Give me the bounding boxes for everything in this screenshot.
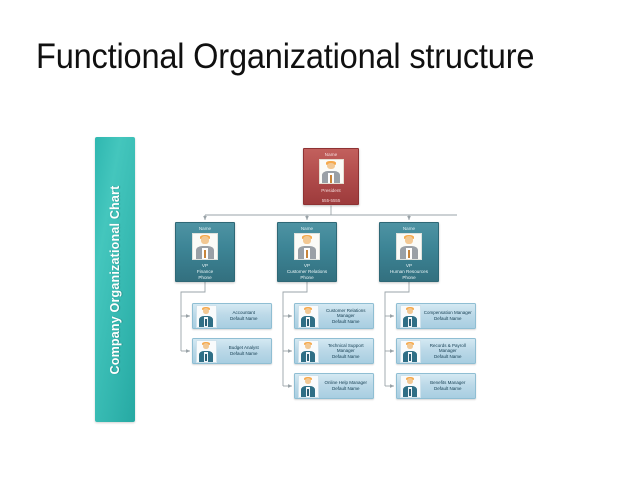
org-node-vp-finance[interactable]: Name VP Finance Phone: [175, 222, 235, 282]
org-node-records-payroll-manager[interactable]: Records & Payroll Manager Default Name: [396, 338, 476, 364]
node-role-line2: Customer Relations: [286, 268, 328, 274]
person-avatar-icon: [297, 339, 319, 363]
node-title: Records & Payroll Manager: [429, 342, 466, 354]
node-role: VP Customer Relations Phone: [278, 263, 336, 281]
node-role: VP Finance Phone: [176, 263, 234, 281]
node-name-label: Name: [198, 226, 212, 231]
node-role-line3: Phone: [198, 274, 212, 280]
org-node-benefits-manager[interactable]: Benefits Manager Default Name: [396, 373, 476, 399]
node-name-label: Name: [402, 226, 416, 231]
node-name-label: Name: [324, 152, 338, 158]
node-title: Budget Analyst: [228, 345, 259, 351]
org-node-accountant[interactable]: Accountant Default Name: [192, 303, 272, 329]
node-text: Benefits Manager Default Name: [421, 380, 476, 391]
person-avatar-icon: [297, 304, 319, 328]
node-text: Customer Relations Manager Default Name: [319, 308, 374, 325]
chart-side-banner: Company Organizational Chart: [95, 137, 135, 422]
person-avatar-icon: [399, 304, 421, 328]
org-chart: Company Organizational Chart: [95, 130, 535, 422]
person-avatar-icon: [297, 374, 319, 398]
node-name: Default Name: [331, 318, 360, 324]
node-role-line3: Phone: [300, 274, 314, 280]
node-text: Online Help Manager Default Name: [319, 380, 374, 391]
org-node-customer-relations-manager[interactable]: Customer Relations Manager Default Name: [294, 303, 374, 329]
node-role-line1: VP: [201, 262, 209, 268]
node-text: Accountant Default Name: [217, 310, 272, 321]
node-name: Default Name: [229, 316, 258, 321]
node-title: Online Help Manager: [324, 380, 368, 386]
node-name: Default Name: [331, 386, 360, 391]
person-avatar-icon: [192, 232, 218, 260]
node-text: Technical Support Manager Default Name: [319, 343, 374, 360]
node-name: Default Name: [433, 353, 462, 359]
node-role-line3: Phone: [402, 274, 416, 280]
node-role-line2: Human Resources: [389, 268, 429, 274]
node-role-line1: VP: [405, 262, 413, 268]
person-avatar-icon: [399, 339, 421, 363]
chart-banner-label: Company Organizational Chart: [108, 185, 122, 374]
node-phone: 555-5555: [321, 197, 341, 203]
node-title: Benefits Manager: [430, 380, 466, 386]
node-name: Default Name: [229, 351, 258, 356]
person-avatar-icon: [195, 304, 217, 328]
person-avatar-icon: [396, 232, 422, 260]
person-avatar-icon: [318, 158, 344, 184]
org-node-president[interactable]: Name President 555-5555: [303, 148, 359, 205]
node-text: Budget Analyst Default Name: [217, 345, 272, 356]
org-node-vp-human-resources[interactable]: Name VP Human Resources Phone: [379, 222, 439, 282]
person-avatar-icon: [399, 374, 421, 398]
node-text: Records & Payroll Manager Default Name: [421, 343, 476, 360]
org-node-vp-customer-relations[interactable]: Name VP Customer Relations Phone: [277, 222, 337, 282]
node-name: Default Name: [433, 386, 462, 391]
node-title: Technical Support Manager: [327, 342, 364, 354]
node-role: VP Human Resources Phone: [380, 263, 438, 281]
node-title: Accountant: [232, 310, 255, 316]
node-name-label: Name: [300, 226, 314, 231]
person-avatar-icon: [195, 339, 217, 363]
org-node-technical-support-manager[interactable]: Technical Support Manager Default Name: [294, 338, 374, 364]
node-title: Customer Relations Manager: [325, 307, 366, 319]
org-node-budget-analyst[interactable]: Budget Analyst Default Name: [192, 338, 272, 364]
org-node-compensation-manager[interactable]: Compensation Manager Default Name: [396, 303, 476, 329]
node-role-line1: VP: [303, 262, 311, 268]
person-avatar-icon: [294, 232, 320, 260]
node-name: Default Name: [331, 353, 360, 359]
org-node-online-help-manager[interactable]: Online Help Manager Default Name: [294, 373, 374, 399]
node-role: President: [321, 187, 341, 193]
page-title: Functional Organizational structure: [36, 37, 535, 76]
node-name: Default Name: [433, 316, 462, 321]
node-title: Compensation Manager: [423, 310, 472, 316]
node-role-line2: Finance: [196, 268, 214, 274]
node-text: Compensation Manager Default Name: [421, 310, 476, 321]
